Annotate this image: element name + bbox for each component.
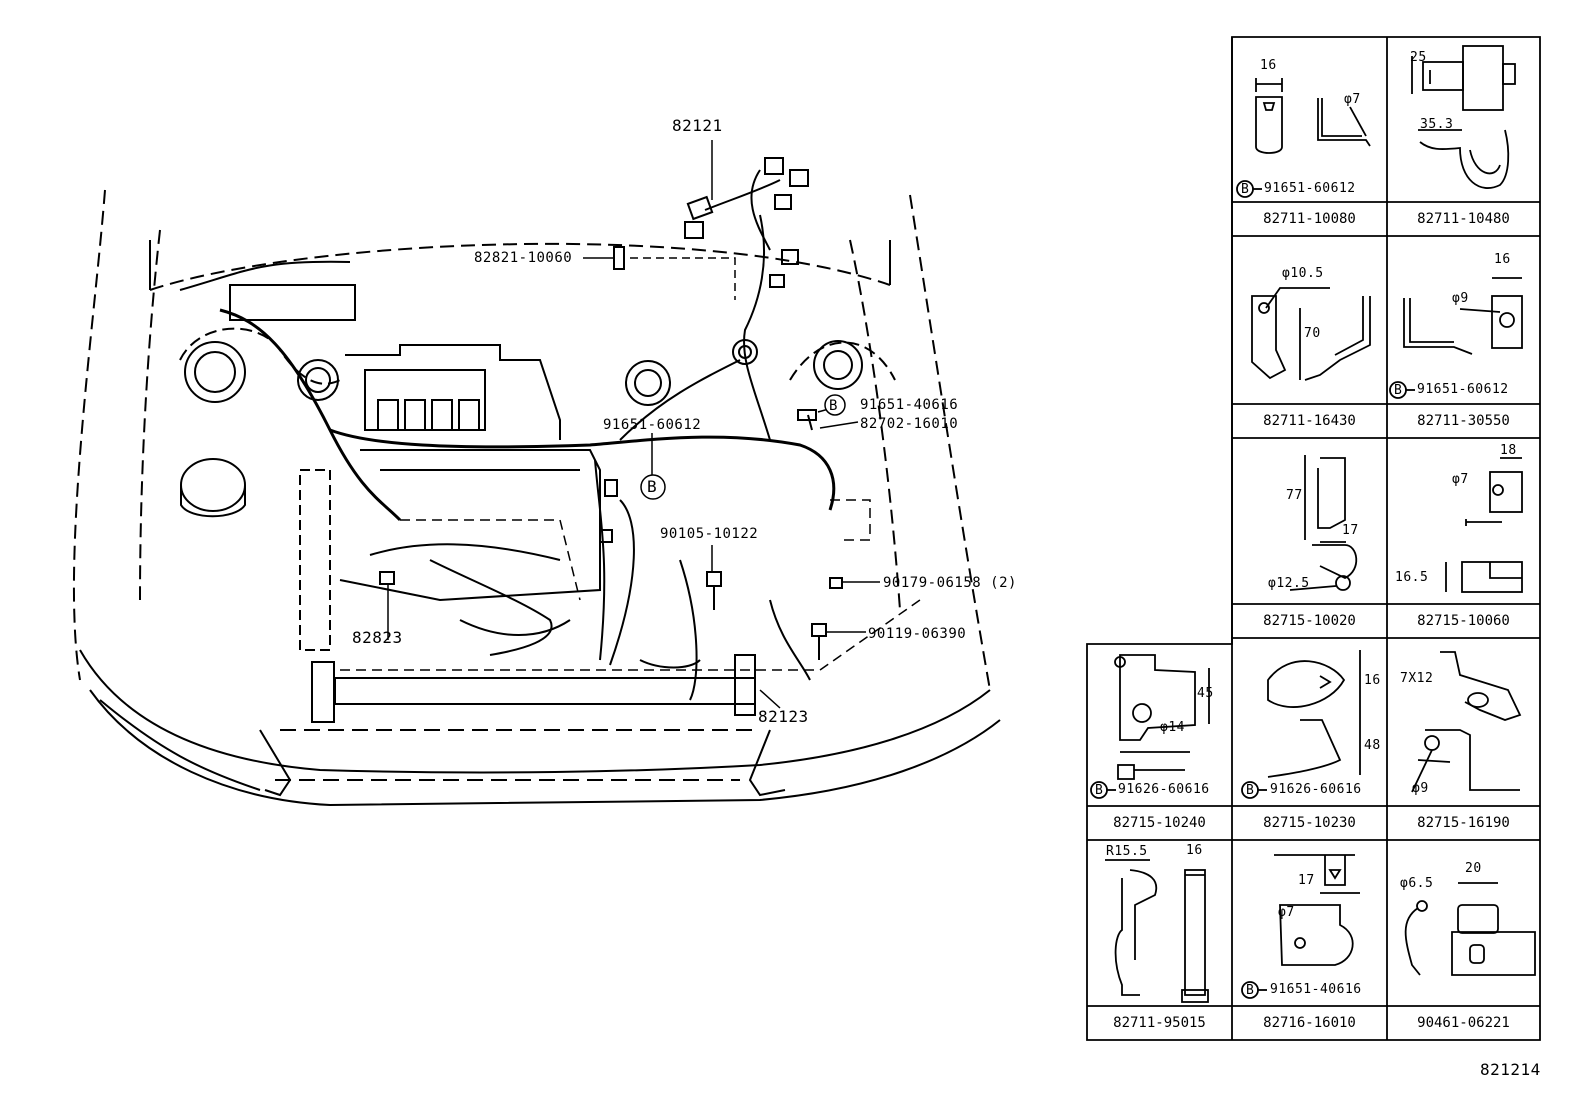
dimension-label: φ9 [1412, 781, 1429, 796]
dimension-label: 20 [1465, 861, 1482, 876]
dimension-label: R15.5 [1106, 844, 1148, 859]
dimension-label: φ12.5 [1268, 576, 1310, 591]
svg-text:B: B [1394, 383, 1402, 398]
grid-part-number: 90461-06221 [1417, 1015, 1510, 1031]
dimension-label: φ7 [1344, 92, 1361, 107]
figure-code: 821214 [1480, 1060, 1541, 1079]
grid-part-number: 82711-16430 [1263, 413, 1356, 429]
b-marker-top: B [829, 398, 838, 414]
grid-part-number: 82711-95015 [1113, 1015, 1206, 1031]
grid-part-number: 82716-16010 [1263, 1015, 1356, 1031]
grid-sub-label: 91651-60612 [1264, 181, 1356, 196]
grid-sub-label: 91651-40616 [1270, 982, 1362, 997]
part-label-90119-06390: 90119-06390 [868, 626, 967, 642]
part-label-82823: 82823 [352, 628, 403, 647]
grid-part-number: 82711-10480 [1417, 211, 1510, 227]
dimension-label: φ6.5 [1400, 876, 1434, 891]
part-label-82123: 82123 [758, 707, 809, 726]
dimension-label: 16.5 [1395, 570, 1429, 585]
dimension-label: 7X12 [1400, 671, 1434, 686]
svg-text:B: B [1095, 783, 1103, 798]
dimension-label: φ7 [1278, 905, 1295, 920]
dimension-label: 17 [1342, 523, 1359, 538]
dimension-label: 17 [1298, 873, 1315, 888]
part-label-90179-06158: 90179-06158 (2) [883, 575, 1017, 591]
grid-part-number: 82715-10060 [1417, 613, 1510, 629]
grid-part-number: 82711-10080 [1263, 211, 1356, 227]
dimension-label: 18 [1500, 443, 1517, 458]
part-label-90105-10122: 90105-10122 [660, 526, 759, 542]
grid-part-number: 82715-10240 [1113, 815, 1206, 831]
part-label-91651-40616: 91651-40616 [860, 397, 959, 413]
dimension-label: 77 [1286, 488, 1303, 503]
dimension-label: 70 [1304, 326, 1321, 341]
svg-text:B: B [1246, 783, 1254, 798]
grid-sub-label: 91626-60616 [1270, 782, 1362, 797]
dimension-label: 16 [1186, 843, 1203, 858]
dimension-label: 25 [1410, 50, 1427, 65]
dimension-label: φ14 [1160, 720, 1185, 735]
grid-sub-label: 91626-60616 [1118, 782, 1210, 797]
grid-part-number: 82715-10230 [1263, 815, 1356, 831]
part-label-82702-16010: 82702-16010 [860, 416, 959, 432]
part-label-91651-60612: 91651-60612 [603, 417, 702, 433]
part-label-82121: 82121 [672, 116, 723, 135]
dimension-label: φ9 [1452, 291, 1469, 306]
dimension-label: 45 [1197, 686, 1214, 701]
grid-part-number: 82715-10020 [1263, 613, 1356, 629]
dimension-label: 16 [1364, 673, 1381, 688]
b-marker-center: B [647, 477, 658, 496]
grid-part-number: 82715-16190 [1417, 815, 1510, 831]
svg-text:B: B [1241, 182, 1249, 197]
svg-text:B: B [1246, 983, 1254, 998]
dimension-label: 35.3 [1420, 117, 1454, 132]
part-label-82821-10060: 82821-10060 [474, 250, 573, 266]
dimension-label: 48 [1364, 738, 1381, 753]
grid-sub-label: 91651-60612 [1417, 382, 1509, 397]
grid-part-number: 82711-30550 [1417, 413, 1510, 429]
dimension-label: φ7 [1452, 472, 1469, 487]
dimension-label: 16 [1260, 58, 1277, 73]
dimension-label: 16 [1494, 252, 1511, 267]
dimension-label: φ10.5 [1282, 266, 1324, 281]
